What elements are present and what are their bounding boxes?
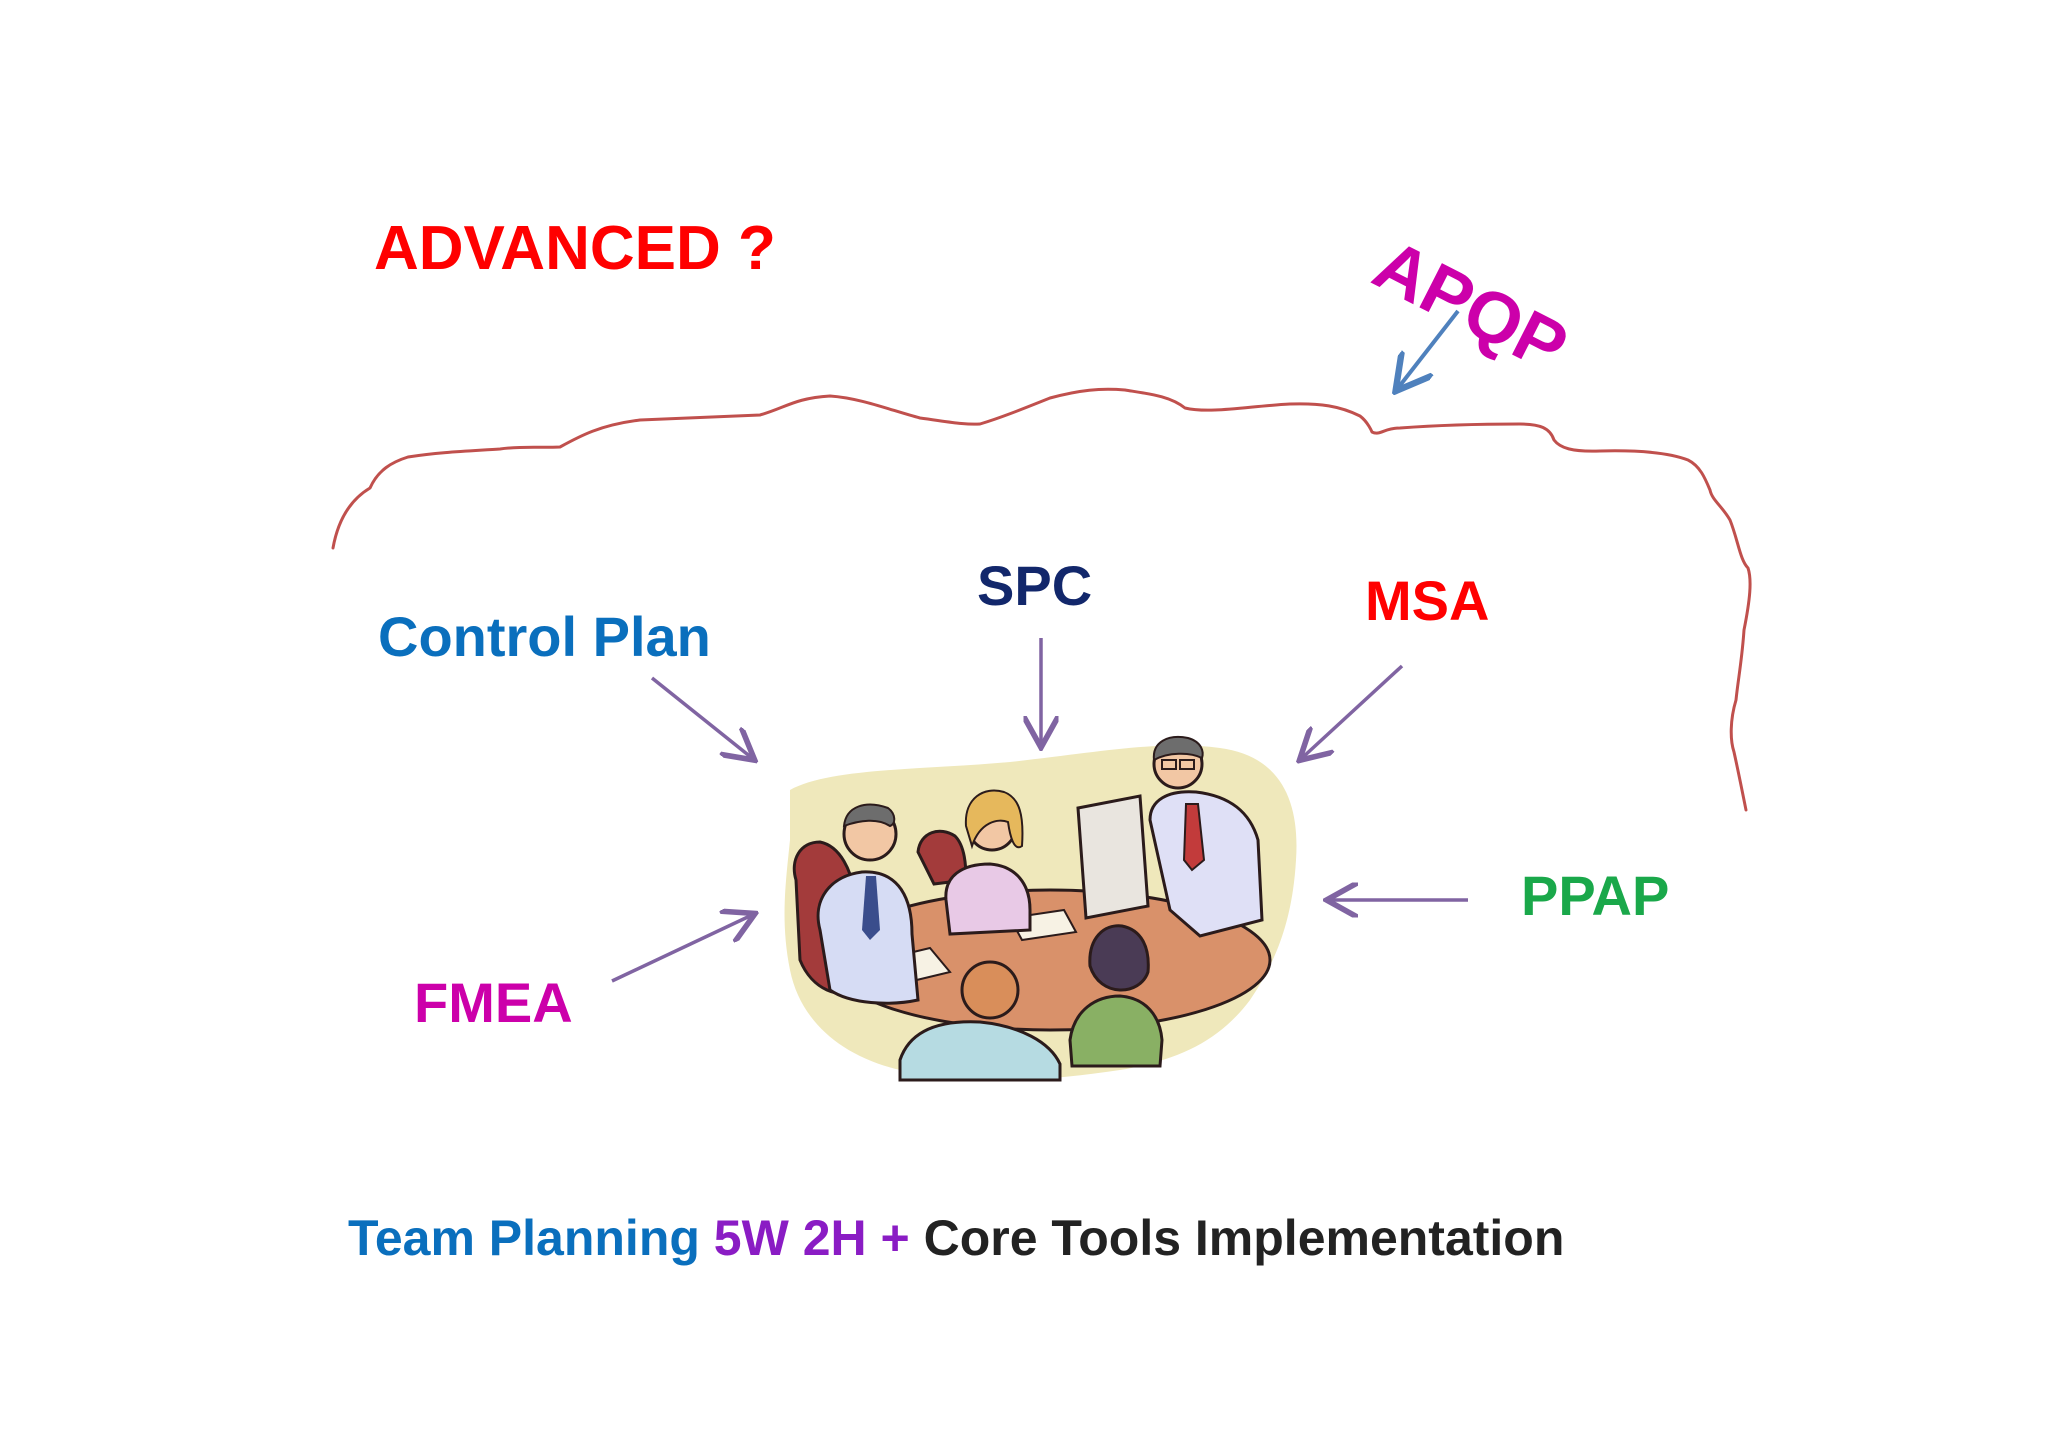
spc-label: SPC <box>977 554 1093 617</box>
team-meeting-illustration <box>784 736 1297 1082</box>
person-front-left <box>898 960 1062 1082</box>
advanced-heading: ADVANCED ? <box>374 214 776 283</box>
ppap-label: PPAP <box>1521 864 1670 927</box>
cloud-boundary-line <box>331 387 1752 812</box>
person-presenter <box>1076 736 1264 938</box>
apqp-arrow <box>1398 309 1460 388</box>
person-left-man <box>816 803 920 1005</box>
footer-5w2h: 5W 2H + <box>713 1210 924 1266</box>
msa-label: MSA <box>1365 569 1490 632</box>
footer-core-tools: Core Tools Implementation <box>923 1210 1565 1266</box>
person-front-right <box>1068 924 1164 1068</box>
msa-arrow <box>1302 664 1404 758</box>
person-woman <box>944 789 1032 936</box>
footer-caption: Team Planning 5W 2H + Core Tools Impleme… <box>348 1213 1564 1263</box>
control-plan-arrow <box>650 676 752 758</box>
fmea-label: FMEA <box>414 971 573 1034</box>
fmea-arrow <box>611 915 752 983</box>
footer-team-planning: Team Planning <box>348 1210 714 1266</box>
control-plan-label: Control Plan <box>378 605 711 668</box>
